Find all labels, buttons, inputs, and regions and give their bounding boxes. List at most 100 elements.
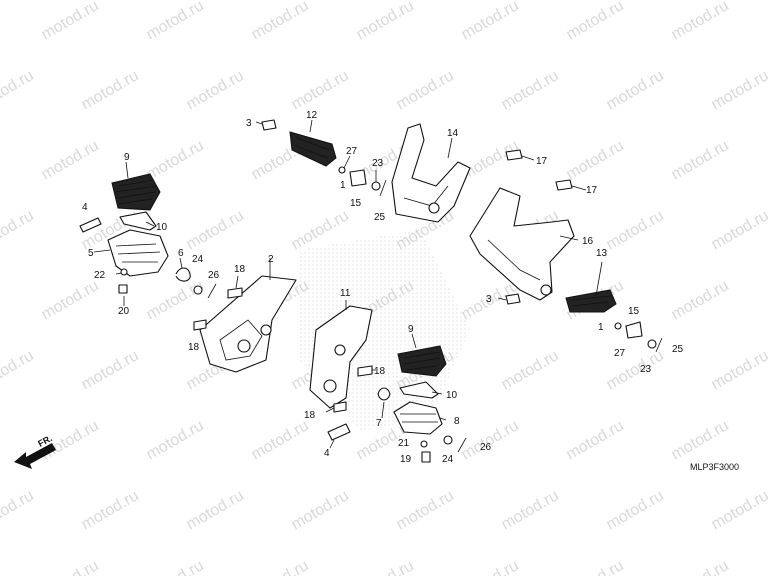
watermark-text: motod.ru — [354, 0, 417, 43]
watermark-text: motod.ru — [709, 207, 768, 253]
callout-19: 19 — [400, 454, 412, 465]
callout-10b: 10 — [446, 390, 458, 401]
callout-16: 16 — [582, 236, 594, 247]
callout-3b: 3 — [486, 294, 492, 305]
callout-10a: 10 — [156, 222, 168, 233]
watermark-text: motod.ru — [0, 347, 37, 393]
watermark-text: motod.ru — [39, 137, 102, 183]
callout-7: 7 — [376, 418, 382, 429]
watermark-text: motod.ru — [499, 67, 562, 113]
callout-1: 1 — [340, 180, 346, 191]
watermark-text: motod.ru — [459, 0, 522, 43]
watermark-text: motod.ru — [394, 67, 457, 113]
callout-9a: 9 — [124, 152, 130, 163]
callout-2: 2 — [268, 254, 274, 265]
callout-14: 14 — [447, 128, 459, 139]
callout-1b: 1 — [598, 322, 604, 333]
callout-9b: 9 — [408, 324, 414, 335]
watermark-text: motod.ru — [564, 417, 627, 463]
watermark-text: motod.ru — [184, 67, 247, 113]
watermark-text: motod.ru — [79, 487, 142, 533]
callout-17a: 17 — [536, 156, 548, 167]
watermark-text: motod.ru — [39, 277, 102, 323]
left-rear-bracket-assembly — [309, 305, 391, 441]
watermark-text: motod.ru — [669, 277, 732, 323]
leader-lines — [93, 119, 603, 449]
callout-25a: 25 — [374, 212, 386, 223]
watermark-text: motod.ru — [144, 0, 207, 43]
right-rear-footpeg-assembly — [261, 119, 387, 197]
callout-5: 5 — [88, 248, 94, 259]
left-footpeg-assembly — [79, 173, 217, 299]
callout-23a: 23 — [372, 158, 384, 169]
watermark-text: motod.ru — [564, 137, 627, 183]
watermark-text: motod.ru — [144, 557, 207, 576]
callout-3a: 3 — [246, 118, 252, 129]
watermark-text: motod.ru — [604, 207, 667, 253]
callout-15b: 15 — [628, 306, 640, 317]
callout-26a: 26 — [208, 270, 220, 281]
right-bracket-assembly — [469, 187, 663, 353]
callout-4b: 4 — [324, 448, 330, 459]
watermark-text: motod.ru — [669, 137, 732, 183]
callout-18a: 18 — [234, 264, 246, 275]
watermark-text: motod.ru — [144, 417, 207, 463]
right-footpeg-assembly — [393, 345, 467, 463]
watermark-text: motod.ru — [289, 67, 352, 113]
callout-6: 6 — [178, 248, 184, 259]
callout-17b: 17 — [586, 185, 598, 196]
callout-25b: 25 — [672, 344, 684, 355]
watermark-text: motod.ru — [144, 277, 207, 323]
watermark-text: motod.ru — [669, 0, 732, 43]
watermark-text: motod.ru — [499, 487, 562, 533]
watermark-text: motod.ru — [79, 347, 142, 393]
watermark-text: motod.ru — [499, 347, 562, 393]
callout-26b: 26 — [480, 442, 492, 453]
callout-23b: 23 — [640, 364, 652, 375]
diagram-code: MLP3F3000 — [690, 462, 739, 472]
callout-24b: 24 — [442, 454, 454, 465]
watermark-text: motod.ru — [564, 557, 627, 576]
watermark-text: motod.ru — [289, 487, 352, 533]
callout-12: 12 — [306, 110, 318, 121]
watermark-text: motod.ru — [709, 487, 768, 533]
watermark-text: motod.ru — [249, 417, 312, 463]
callout-18c: 18 — [374, 366, 386, 377]
callout-8: 8 — [454, 416, 460, 427]
watermark-text: motod.ru — [564, 0, 627, 43]
callout-22: 22 — [94, 270, 106, 281]
callout-4a: 4 — [82, 202, 88, 213]
watermark-text: motod.ru — [604, 67, 667, 113]
watermark-text: motod.ru — [249, 557, 312, 576]
watermark-text: motod.ru — [0, 207, 37, 253]
watermark-text: motod.ru — [604, 347, 667, 393]
watermark-text: motod.ru — [0, 67, 37, 113]
watermark-text: motod.ru — [709, 67, 768, 113]
watermark-text: motod.ru — [184, 487, 247, 533]
watermark-text: motod.ru — [249, 0, 312, 43]
callout-18b: 18 — [188, 342, 200, 353]
watermark-text: motod.ru — [669, 557, 732, 576]
left-bracket-assembly — [193, 275, 297, 373]
front-direction-arrow: FR. — [14, 433, 56, 469]
watermark-text: motod.ru — [604, 487, 667, 533]
watermark-text: motod.ru — [144, 137, 207, 183]
watermark-text: motod.ru — [39, 0, 102, 43]
center-rear-bracket — [391, 123, 573, 223]
watermark-text: motod.ru — [459, 557, 522, 576]
callout-18d: 18 — [304, 410, 316, 421]
callout-21: 21 — [398, 438, 410, 449]
watermark-text: motod.ru — [184, 207, 247, 253]
watermark-text: motod.ru — [354, 557, 417, 576]
watermark-text: motod.ru — [459, 417, 522, 463]
callout-24a: 24 — [192, 254, 204, 265]
callout-13: 13 — [596, 248, 608, 259]
callout-11: 11 — [340, 288, 351, 299]
watermark-text: motod.ru — [79, 67, 142, 113]
callout-15a: 15 — [350, 198, 362, 209]
watermark-text: motod.ru — [0, 487, 37, 533]
callout-20: 20 — [118, 306, 130, 317]
